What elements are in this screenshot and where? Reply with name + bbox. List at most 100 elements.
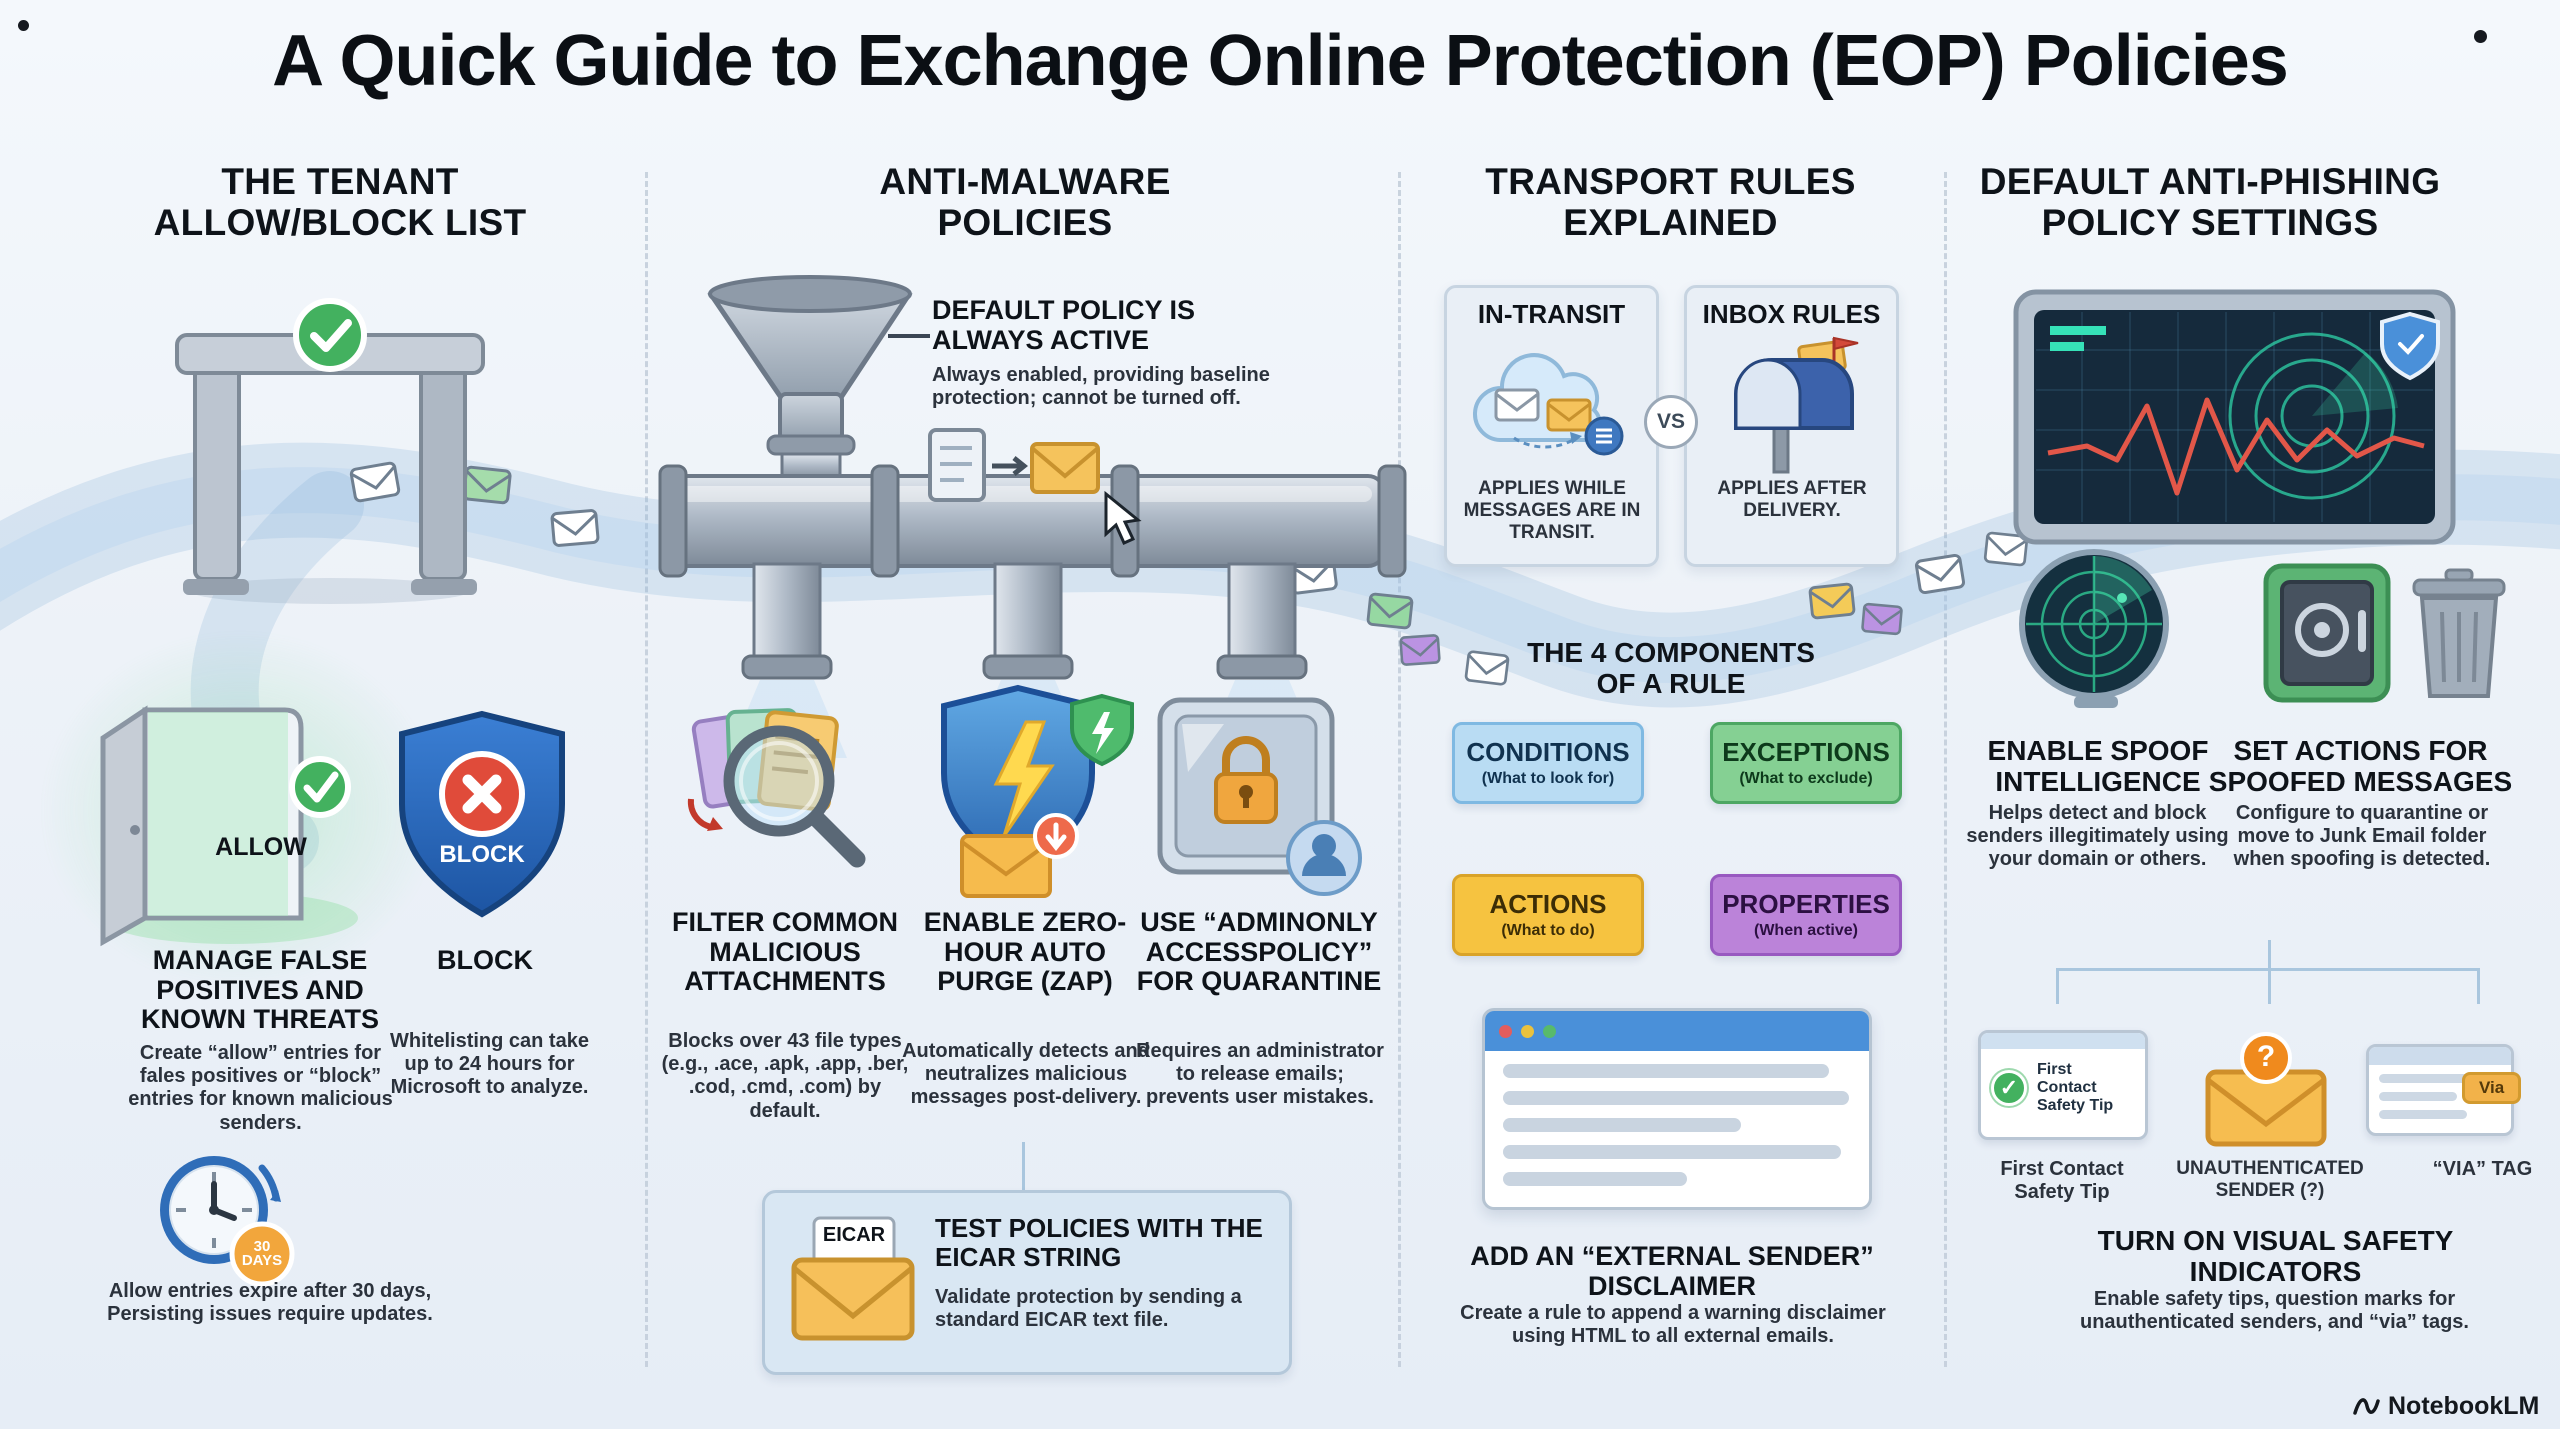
safety-tip-row: ✓ First Contact Safety Tip [1981, 1049, 2145, 1127]
text-placeholder [1503, 1118, 1742, 1132]
bracket-drop [2477, 968, 2480, 1004]
mailbox-icon [1734, 336, 1859, 474]
spoof-title: ENABLE SPOOF INTELLIGENCE [1987, 735, 2209, 797]
envelope-icon [960, 834, 1052, 898]
in-transit-title: IN-TRANSIT [1477, 299, 1626, 329]
components-title: THE 4 COMPONENTS OF A RULE [1527, 637, 1815, 699]
mini-shield-icon [1070, 693, 1134, 767]
properties-box: PROPERTIES (When active) [1710, 874, 1902, 956]
allow-door-illustration [100, 705, 358, 947]
expire-body: Allow entries expire after 30 days, Pers… [107, 1280, 433, 1326]
filter-title: FILTER COMMON MALICIOUS ATTACHMENTS [672, 907, 898, 997]
eicar-label: EICAR [822, 1224, 886, 1246]
caption-safety-tip: First Contact Safety Tip [2000, 1158, 2124, 1204]
text-placeholder [2379, 1074, 2479, 1083]
padlock-icon [1214, 736, 1278, 824]
text-placeholder [1503, 1145, 1841, 1159]
zap-title: ENABLE ZERO-HOUR AUTO PURGE (ZAP) [923, 907, 1127, 997]
funnel-icon [707, 275, 913, 482]
brand-name: NotebookLM [2388, 1392, 2540, 1420]
quarantine-title: USE “ADMINONLY ACCESSPOLICY” FOR QUARANT… [1136, 907, 1382, 997]
brand-footer: NotebookLM [2352, 1392, 2539, 1421]
quarantine-body: Requires an administrator to release ema… [1136, 1040, 1384, 1109]
attachment-filter-icon [687, 708, 866, 868]
waveform [2047, 397, 2425, 496]
caption-via-tag: “VIA” TAG [2432, 1158, 2533, 1180]
properties-label: PROPERTIES [1722, 888, 1890, 919]
allow-label: ALLOW [215, 833, 307, 861]
window-dot-red [1499, 1024, 1512, 1038]
safety-tip-card: ✓ First Contact Safety Tip [1978, 1030, 2148, 1140]
disclaimer-body: Create a rule to append a warning discla… [1460, 1302, 1886, 1348]
col4-header: DEFAULT ANTI-PHISHING POLICY SETTINGS [1979, 161, 2441, 243]
column-separator [645, 172, 648, 1367]
green-safe-icon [2263, 563, 2391, 703]
zap-shield-icon [941, 684, 1134, 898]
purge-arrow-icon [1033, 813, 1079, 859]
main-pipe [658, 464, 1407, 578]
text-placeholder [1503, 1091, 1849, 1105]
caption-unauthenticated: UNAUTHENTICATED SENDER (?) [2176, 1158, 2364, 1202]
admin-user-icon [1286, 820, 1362, 896]
bracket-riser [2268, 940, 2271, 970]
bracket-drop [2056, 968, 2059, 1004]
decorative-dot [2474, 30, 2487, 43]
zap-body: Automatically detects and neutralizes ma… [902, 1040, 1150, 1109]
block-body: Whitelisting can take up to 24 hours for… [390, 1030, 589, 1099]
spoof-body: Helps detect and block senders illegitim… [1966, 802, 2229, 871]
text-placeholder [2379, 1110, 2468, 1119]
filter-body: Blocks over 43 file types (e.g., .ace, .… [661, 1030, 909, 1122]
unauthenticated-envelope-icon [2205, 1032, 2327, 1147]
exceptions-label: EXCEPTIONS [1722, 736, 1890, 767]
actions-box: ACTIONS (What to do) [1452, 874, 1644, 956]
actions-sub: (What to do) [1501, 921, 1595, 939]
browser-titlebar [1485, 1011, 1869, 1051]
conditions-sub: (What to look for) [1481, 769, 1615, 787]
cursor-icon [1104, 490, 1142, 545]
exceptions-sub: (What to exclude) [1739, 769, 1873, 787]
window-dot-yellow [1521, 1024, 1534, 1038]
col1-header: THE TENANT ALLOW/BLOCK LIST [153, 161, 527, 243]
text-placeholder [1503, 1064, 1830, 1078]
manage-title: MANAGE FALSE POSITIVES AND KNOWN THREATS [141, 945, 379, 1035]
shield-block-label: BLOCK [439, 841, 525, 868]
safe-and-trash-icon [2263, 563, 2506, 703]
eicar-title: TEST POLICIES WITH THE EICAR STRING [935, 1213, 1263, 1272]
document-icon [928, 428, 986, 502]
radar-dish-icon [2019, 549, 2169, 708]
decorative-dot [18, 20, 29, 31]
trash-can-icon [2412, 568, 2506, 698]
indicators-title: TURN ON VISUAL SAFETY INDICATORS [2097, 1225, 2454, 1287]
col3-header: TRANSPORT RULES EXPLAINED [1485, 161, 1856, 243]
disclaimer-title: ADD AN “EXTERNAL SENDER” DISCLAIMER [1470, 1241, 1874, 1301]
cloud-transit-icon [1473, 353, 1624, 456]
notebooklm-logo-icon [2353, 1397, 2380, 1415]
conditions-label: CONDITIONS [1466, 736, 1630, 767]
block-title: BLOCK [437, 945, 533, 975]
indicators-body: Enable safety tips, question marks for u… [2080, 1288, 2469, 1334]
conditions-box: CONDITIONS (What to look for) [1452, 722, 1644, 804]
safety-tip-text: First Contact Safety Tip [2037, 1061, 2114, 1114]
browser-window [1482, 1008, 1872, 1210]
text-placeholder [1503, 1172, 1688, 1186]
col2-header: ANTI-MALWARE POLICIES [879, 161, 1171, 243]
column-separator [1398, 172, 1401, 1367]
properties-sub: (When active) [1753, 921, 1858, 939]
vs-badge: VS [1644, 395, 1698, 449]
manage-body: Create “allow” entries for fales positiv… [128, 1042, 393, 1134]
quarantine-safe-icon [1157, 697, 1362, 896]
bracket-drop [2268, 968, 2271, 1004]
column-separator [1944, 172, 1947, 1367]
check-icon [289, 756, 351, 818]
check-icon: ✓ [1991, 1069, 2027, 1106]
connector-line [1022, 1142, 1025, 1192]
window-dot-green [1543, 1024, 1556, 1038]
exceptions-box: EXCEPTIONS (What to exclude) [1710, 722, 1902, 804]
inbox-rules-title: INBOX RULES [1702, 299, 1881, 329]
spoofed-actions-title: SET ACTIONS FOR SPOOFED MESSAGES [2208, 735, 2513, 797]
default-policy-body: Always enabled, providing baseline prote… [932, 364, 1270, 410]
security-gate-illustration [175, 298, 485, 604]
inbox-rules-body: APPLIES AFTER DELIVERY. [1717, 478, 1867, 522]
cross-icon [439, 751, 525, 837]
